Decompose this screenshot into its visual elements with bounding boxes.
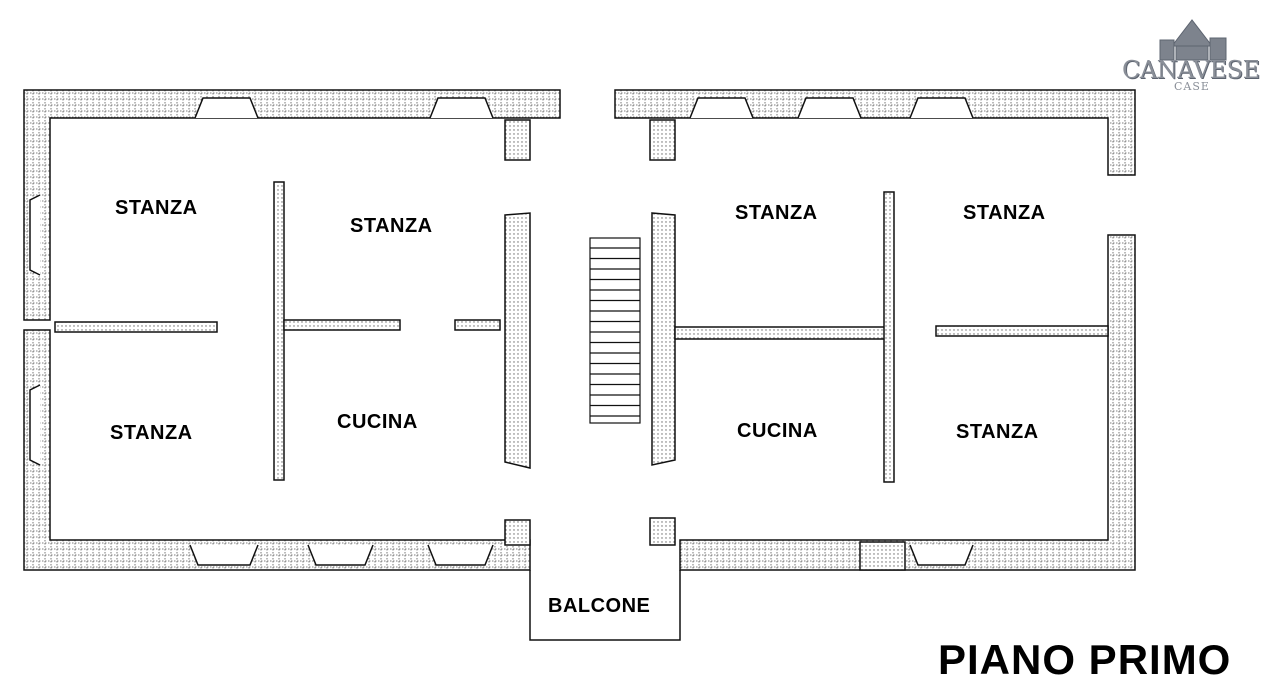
logo-sub: CASE <box>1174 80 1210 93</box>
room-label-stanza-n2: STANZA <box>350 215 433 237</box>
room-label-cucina-w: CUCINA <box>337 411 418 433</box>
balcony-outline <box>529 570 681 641</box>
room-label-stanza-sw: STANZA <box>110 422 193 444</box>
interior-walls <box>54 119 1109 571</box>
staircase <box>589 237 641 424</box>
room-label-stanza-n3: STANZA <box>735 202 818 224</box>
logo: CANAVESE CASE <box>1118 14 1268 100</box>
floor-title: PIANO PRIMO <box>938 636 1232 683</box>
windows-bottom <box>189 544 974 566</box>
windows-top <box>194 97 974 119</box>
logo-house-icon <box>1159 19 1227 61</box>
room-label-stanza-se: STANZA <box>956 421 1039 443</box>
logo-name: CANAVESE <box>1122 56 1260 84</box>
windows-left <box>29 194 41 466</box>
room-label-cucina-e: CUCINA <box>737 420 818 442</box>
room-label-balcone: BALCONE <box>548 595 651 617</box>
room-label-stanza-ne: STANZA <box>963 202 1046 224</box>
room-label-stanza-nw: STANZA <box>115 197 198 219</box>
